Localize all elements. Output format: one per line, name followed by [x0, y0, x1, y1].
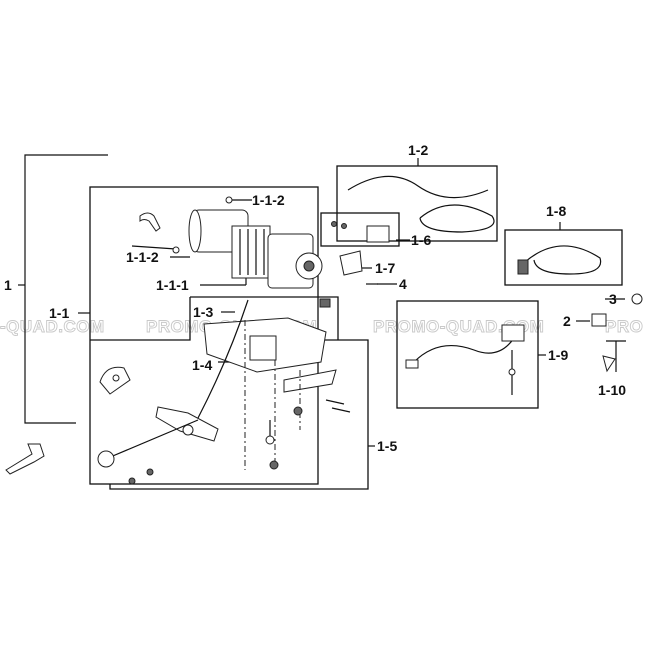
label-1: 1: [4, 277, 12, 293]
box-switch: [320, 212, 400, 247]
cable-set-2-parts: [517, 245, 602, 275]
label-1-10: 1-10: [598, 382, 626, 398]
bracket-item-1: [18, 154, 108, 424]
box-mounting-plate: [90, 297, 191, 341]
winch-motor-drum: [188, 209, 323, 289]
label-1-1-2-left: 1-1-2: [126, 249, 159, 265]
label-1-5: 1-5: [377, 438, 397, 454]
label-1-6: 1-6: [411, 232, 431, 248]
label-1-3: 1-3: [193, 304, 213, 320]
label-3: 3: [609, 291, 617, 307]
label-1-8: 1-8: [546, 203, 566, 219]
wiring-harness-parts: [405, 324, 525, 395]
mounting-plate-parts: [203, 298, 351, 470]
box-cable-set: [336, 165, 498, 242]
cable-set-parts: [347, 175, 495, 233]
label-1-7: 1-7: [375, 260, 395, 276]
label-1-2: 1-2: [408, 142, 428, 158]
label-1-1-2-top: 1-1-2: [252, 192, 285, 208]
watermark-text-1: -QUAD.COM: [0, 317, 105, 336]
switch-parts: [331, 221, 390, 285]
logo-fragment-left: [5, 443, 45, 475]
label-1-1-1: 1-1-1: [156, 277, 189, 293]
watermark-text-4: PRO: [605, 317, 643, 336]
small-hardware-parts: [591, 293, 643, 373]
part-labels: 1 1-1 1-1-1 1-1-2 1-1-2 1-2 1-3 1-4 1-5 …: [4, 142, 626, 454]
label-1-9: 1-9: [548, 347, 568, 363]
box-cable-set-2: [504, 229, 623, 286]
winch-small-parts: [131, 196, 233, 254]
label-1-1: 1-1: [49, 305, 69, 321]
label-1-4: 1-4: [192, 357, 212, 373]
fairlead-hook-parts: [97, 299, 249, 485]
label-4: 4: [399, 276, 407, 292]
watermark-text-3: PROMO-QUAD.COM: [373, 317, 544, 336]
label-2: 2: [563, 313, 571, 329]
